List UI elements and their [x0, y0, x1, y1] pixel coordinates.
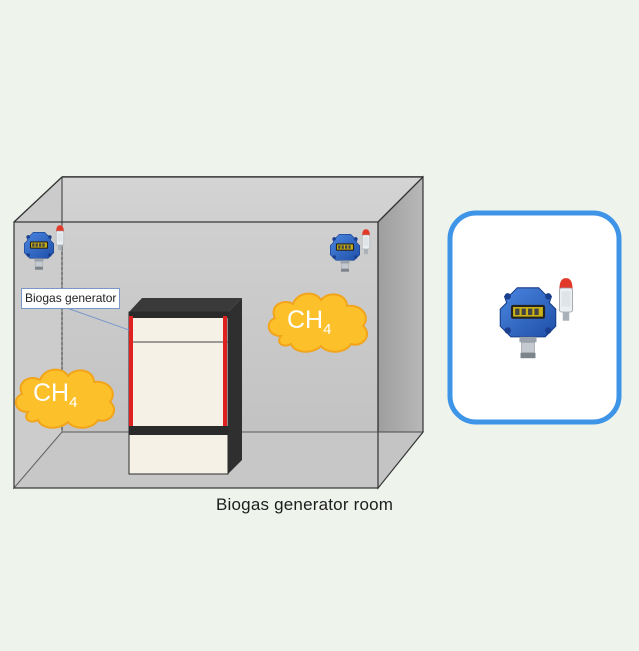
gas-formula-subscript: 4 — [69, 394, 78, 411]
gas-formula-label: CH4 — [287, 306, 332, 338]
generator-accent-left — [129, 316, 133, 426]
gas-formula-subscript: 4 — [323, 321, 332, 338]
biogas-generator — [128, 298, 242, 475]
gas-formula-base: CH — [33, 379, 70, 407]
room-back-wall — [62, 177, 423, 432]
gas-formula-label: CH4 — [33, 379, 78, 411]
gas-formula-base: CH — [287, 306, 324, 334]
room-caption: Biogas generator room — [216, 495, 394, 514]
generator-callout-label: Biogas generator — [21, 288, 121, 309]
generator-accent-right — [223, 316, 227, 426]
